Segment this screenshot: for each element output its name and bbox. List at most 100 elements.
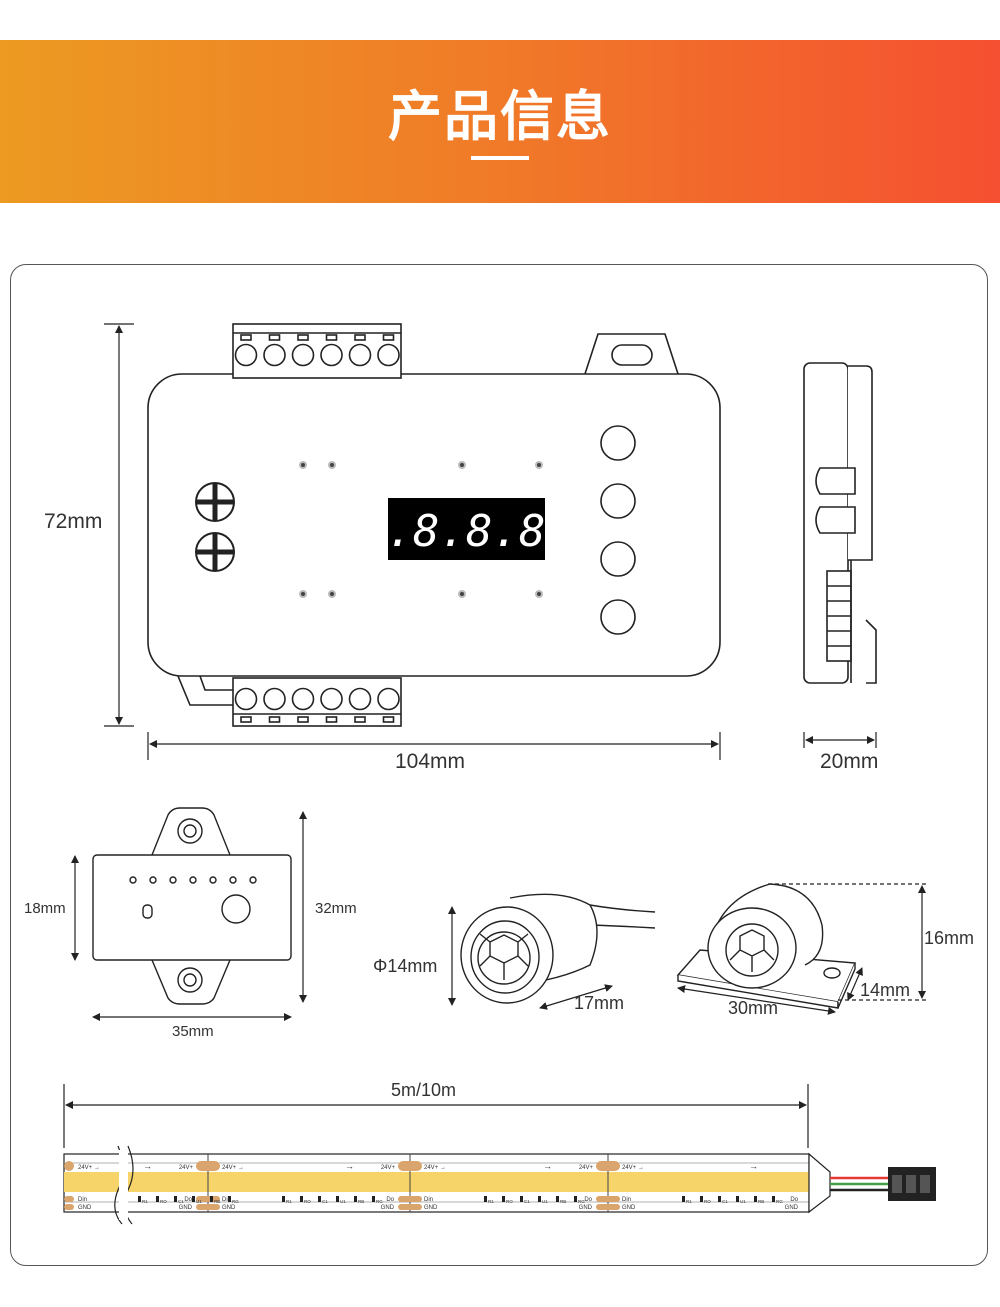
terminal-screw (377, 343, 400, 367)
strip-label: C1 (722, 1199, 728, 1204)
terminal-slot (382, 334, 395, 341)
smd-component (718, 1196, 721, 1202)
strip-label: → (543, 1161, 552, 1171)
label-sensor-length: 17mm (574, 993, 625, 1013)
pir-sensor-icon (460, 893, 656, 1004)
terminal-screw (377, 687, 400, 711)
strip-label: Do (584, 1197, 592, 1203)
strip-label: 24V+ (179, 1165, 194, 1171)
label-mount-depth: 14mm (860, 980, 911, 1000)
strip-label: GND (381, 1205, 395, 1211)
strip-label: Din (622, 1197, 631, 1203)
smd-component (300, 1196, 303, 1202)
strip-label: C1 (178, 1199, 184, 1204)
strip-label: RB (758, 1199, 764, 1204)
label-sensor-diameter: Φ14mm (373, 956, 438, 976)
copper-pad (64, 1204, 74, 1210)
strip-label: U1 (542, 1199, 548, 1204)
terminal-screw (291, 343, 315, 367)
smd-component (174, 1196, 177, 1202)
strip-label: Do (790, 1197, 798, 1203)
label-mount-width: 30mm (728, 998, 779, 1018)
page-title: 产品信息 (388, 85, 612, 148)
terminal-screw (234, 687, 258, 711)
strip-label: 24V+ (579, 1165, 594, 1171)
label-receiver-width: 35mm (172, 1023, 214, 1040)
title-underline (471, 156, 529, 160)
strip-label: → (143, 1161, 152, 1171)
terminal-slot (382, 716, 395, 723)
smd-component (282, 1196, 285, 1202)
header-banner (0, 40, 1000, 203)
smd-component (736, 1196, 739, 1202)
strip-label: RG (376, 1199, 383, 1204)
terminal-slot (240, 334, 252, 341)
copper-pad (398, 1161, 422, 1171)
dimension-lines-mount (677, 883, 928, 1015)
strip-label: 24V+ → (424, 1165, 446, 1171)
diagram-panel (10, 264, 988, 1266)
display-digits: 8.8.8.8. (360, 506, 572, 557)
terminal-slot (268, 716, 281, 723)
strip-label: R1 (488, 1199, 494, 1204)
terminal-slot (297, 334, 309, 341)
adjust-screw-icon (195, 482, 235, 572)
copper-pad (596, 1204, 620, 1210)
terminal-screw (320, 687, 343, 711)
strip-label: RB (358, 1199, 364, 1204)
strip-label: R1 (686, 1199, 692, 1204)
sensor-mount-icon (676, 883, 857, 1009)
smd-component (354, 1196, 357, 1202)
strip-label: GND (424, 1205, 438, 1211)
copper-pad (196, 1204, 220, 1210)
strip-label: Din (222, 1197, 231, 1203)
terminal-slot (325, 334, 338, 341)
smd-component (682, 1196, 685, 1202)
strip-label: RO (704, 1199, 711, 1204)
strip-label: C1 (524, 1199, 530, 1204)
label-controller-width: 104mm (395, 750, 466, 773)
control-buttons (600, 425, 636, 635)
copper-pad (196, 1196, 220, 1202)
terminal-slot (325, 716, 338, 723)
strip-label: RB (560, 1199, 566, 1204)
terminal-slot (268, 334, 281, 341)
terminal-screw (263, 343, 286, 367)
strip-label: RO (160, 1199, 167, 1204)
strip-label: U1 (340, 1199, 346, 1204)
strip-label: RO (506, 1199, 513, 1204)
strip-label: C1 (322, 1199, 328, 1204)
smd-component (574, 1196, 577, 1202)
strip-label: GND (579, 1205, 593, 1211)
terminal-screw (263, 687, 286, 711)
receiver-module (92, 807, 292, 1005)
strip-label: → (345, 1161, 354, 1171)
smd-component (556, 1196, 559, 1202)
strip-label: RB (214, 1199, 220, 1204)
strip-label: U1 (740, 1199, 746, 1204)
strip-label: R1 (142, 1199, 148, 1204)
smd-component (754, 1196, 757, 1202)
smd-component (210, 1196, 213, 1202)
label-strip-length: 5m/10m (391, 1080, 457, 1100)
strip-label: 24V+ (381, 1165, 396, 1171)
smd-component (336, 1196, 339, 1202)
terminal-screw (320, 343, 343, 367)
dimension-lines-side (803, 732, 877, 748)
dimension-lines-controller (104, 323, 721, 760)
strip-label: Din (78, 1197, 87, 1203)
strip-label: RG (232, 1199, 239, 1204)
indicator-leds (299, 461, 543, 598)
strip-label: RG (578, 1199, 585, 1204)
strip-label: Din (424, 1197, 433, 1203)
strip-label: Do (184, 1197, 192, 1203)
terminal-slot (354, 334, 366, 341)
dimension-lines-sensor (448, 906, 613, 1010)
strip-label: Do (386, 1197, 394, 1203)
label-controller-depth: 20mm (820, 750, 879, 773)
copper-pad (398, 1204, 422, 1210)
label-receiver-height: 18mm (24, 900, 66, 917)
smd-component (318, 1196, 321, 1202)
